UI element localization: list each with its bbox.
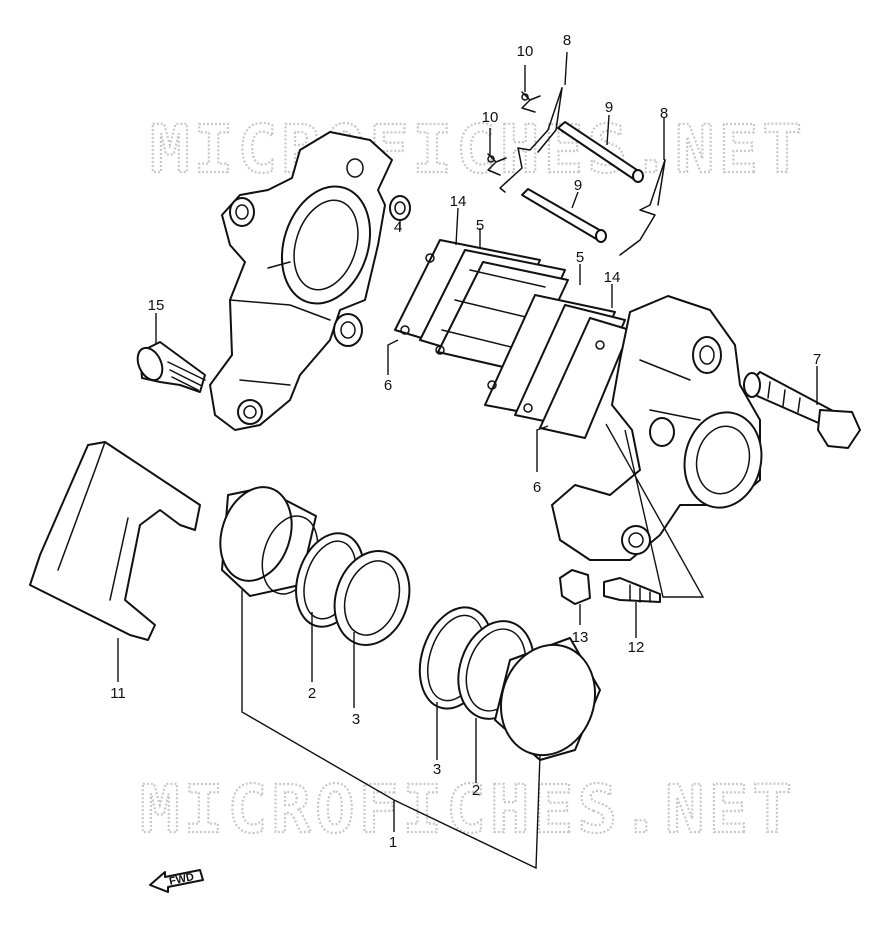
piston-part-1-left (219, 486, 319, 597)
callout-3-left: 3 (352, 711, 360, 728)
caliper-body-right (551, 295, 763, 561)
callout-2-left: 2 (308, 685, 316, 702)
callout-9-upper: 9 (605, 99, 613, 116)
callout-13: 13 (572, 629, 589, 646)
fwd-arrow-icon (149, 869, 204, 893)
pad-pin-part-9-upper (557, 121, 644, 183)
piston-part-1-right (494, 637, 601, 761)
spring-clip-part-8-lower (619, 159, 666, 256)
callout-8-upper: 8 (563, 32, 571, 49)
callout-5-left: 5 (476, 217, 484, 234)
bolt-part-7 (743, 371, 861, 449)
pad-pin-part-9-lower (521, 188, 607, 243)
bleeder-cap-part-13 (559, 569, 591, 605)
callout-12: 12 (628, 639, 645, 656)
brake-pad-set-right (484, 294, 631, 439)
caliper-bracket (209, 131, 393, 431)
callout-10-lower: 10 (482, 109, 499, 126)
callout-15: 15 (148, 297, 165, 314)
bolt-part-15 (136, 341, 206, 393)
callout-labels: 10 8 10 9 8 9 4 14 5 5 14 7 15 6 6 13 12… (110, 32, 821, 851)
fwd-label: FWD (168, 871, 195, 888)
leader-lines (117, 51, 818, 870)
callout-10-upper: 10 (517, 43, 534, 60)
r-clip-part-10-lower (487, 153, 507, 176)
callout-1: 1 (389, 834, 397, 851)
callout-5-right: 5 (576, 249, 584, 266)
pad-spring-part-11 (29, 441, 201, 641)
callout-14-left: 14 (450, 193, 467, 210)
r-clip-part-10-upper (521, 91, 541, 113)
callout-2-right: 2 (472, 782, 480, 799)
watermark-top: MICROFICHES.NET (150, 111, 806, 188)
callout-7: 7 (813, 351, 821, 368)
callout-3-right: 3 (433, 761, 441, 778)
washer-part-4 (389, 195, 411, 221)
callout-4: 4 (394, 219, 402, 236)
spring-clip-part-8-upper (499, 87, 563, 193)
callout-11: 11 (110, 685, 126, 702)
callout-9-lower: 9 (574, 177, 582, 194)
callout-14-right: 14 (604, 269, 621, 286)
piston-seal-part-3-left (333, 550, 411, 646)
callout-8-lower: 8 (660, 105, 668, 122)
watermark-bottom: MICROFICHES.NET (140, 771, 796, 848)
fwd-direction-badge: FWD (149, 869, 204, 893)
callout-6-left: 6 (384, 377, 392, 394)
bleeder-valve-part-12 (603, 577, 661, 603)
callout-6-right: 6 (533, 479, 541, 496)
